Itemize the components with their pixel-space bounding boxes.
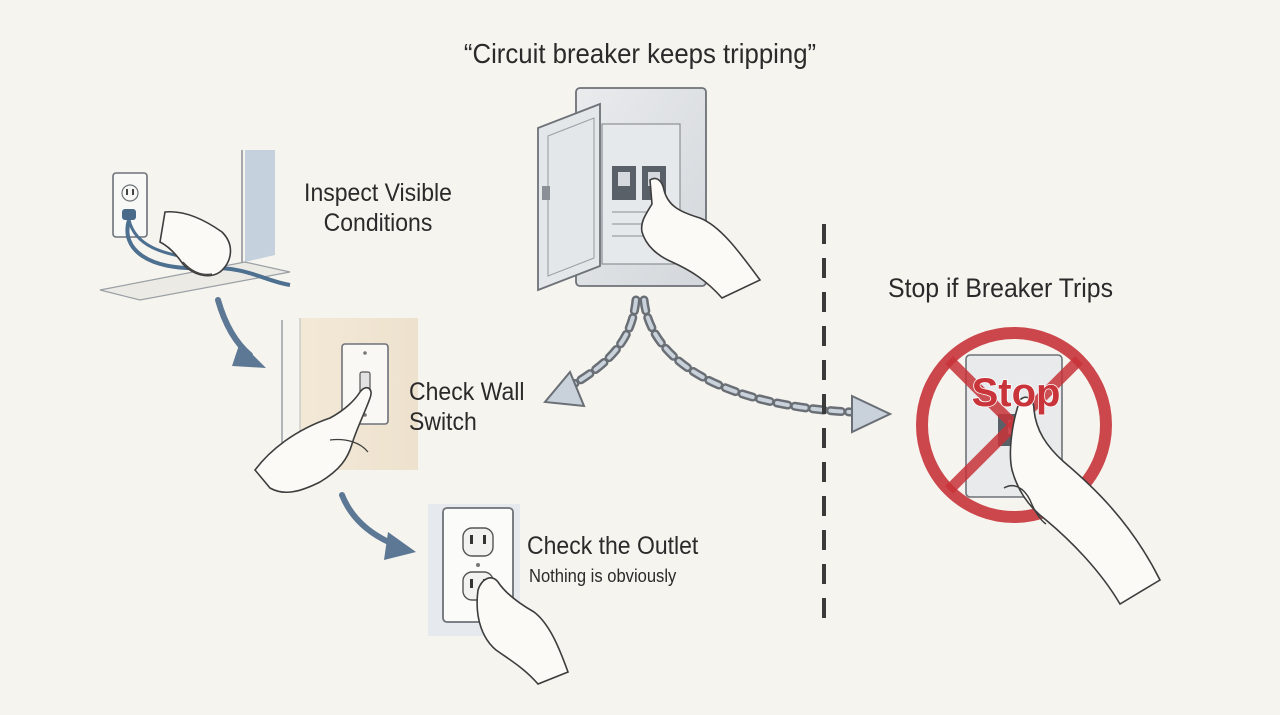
dashed-arrows <box>543 295 893 434</box>
inspect-step-label: Inspect Visible Conditions <box>286 178 470 238</box>
diagram-title: “Circuit breaker keeps tripping” <box>463 38 817 69</box>
wall-switch-label-line-2: Switch <box>409 408 477 436</box>
panel-door <box>537 102 601 292</box>
hand-icon <box>159 210 232 277</box>
flow-arrow-2 <box>339 492 416 560</box>
stop-scene: Stop <box>916 327 1162 606</box>
outlet-step-note: Nothing is obviously <box>529 566 677 586</box>
stop-sign-text: Stop <box>972 371 1061 415</box>
outlet-step-label: Check the Outlet <box>527 532 699 560</box>
hand-icon <box>1009 396 1162 606</box>
inspect-scene <box>99 150 291 301</box>
wall-switch-scene <box>253 318 418 494</box>
stop-step-label: Stop if Breaker Trips <box>888 273 1114 303</box>
wall-switch-step-label: Check Wall Switch <box>409 377 524 437</box>
hand-icon <box>476 577 570 685</box>
hand-icon <box>253 386 372 494</box>
inspect-label-line-1: Inspect Visible <box>304 179 452 207</box>
breaker-panel-scene <box>537 87 762 299</box>
flow-arrow-1 <box>215 297 266 368</box>
hand-icon <box>640 177 762 299</box>
prohibition-icon <box>916 327 1112 523</box>
outlet-scene <box>428 504 570 685</box>
inspect-label-line-2: Conditions <box>323 209 433 237</box>
wall-switch-label-line-1: Check Wall <box>409 378 525 406</box>
